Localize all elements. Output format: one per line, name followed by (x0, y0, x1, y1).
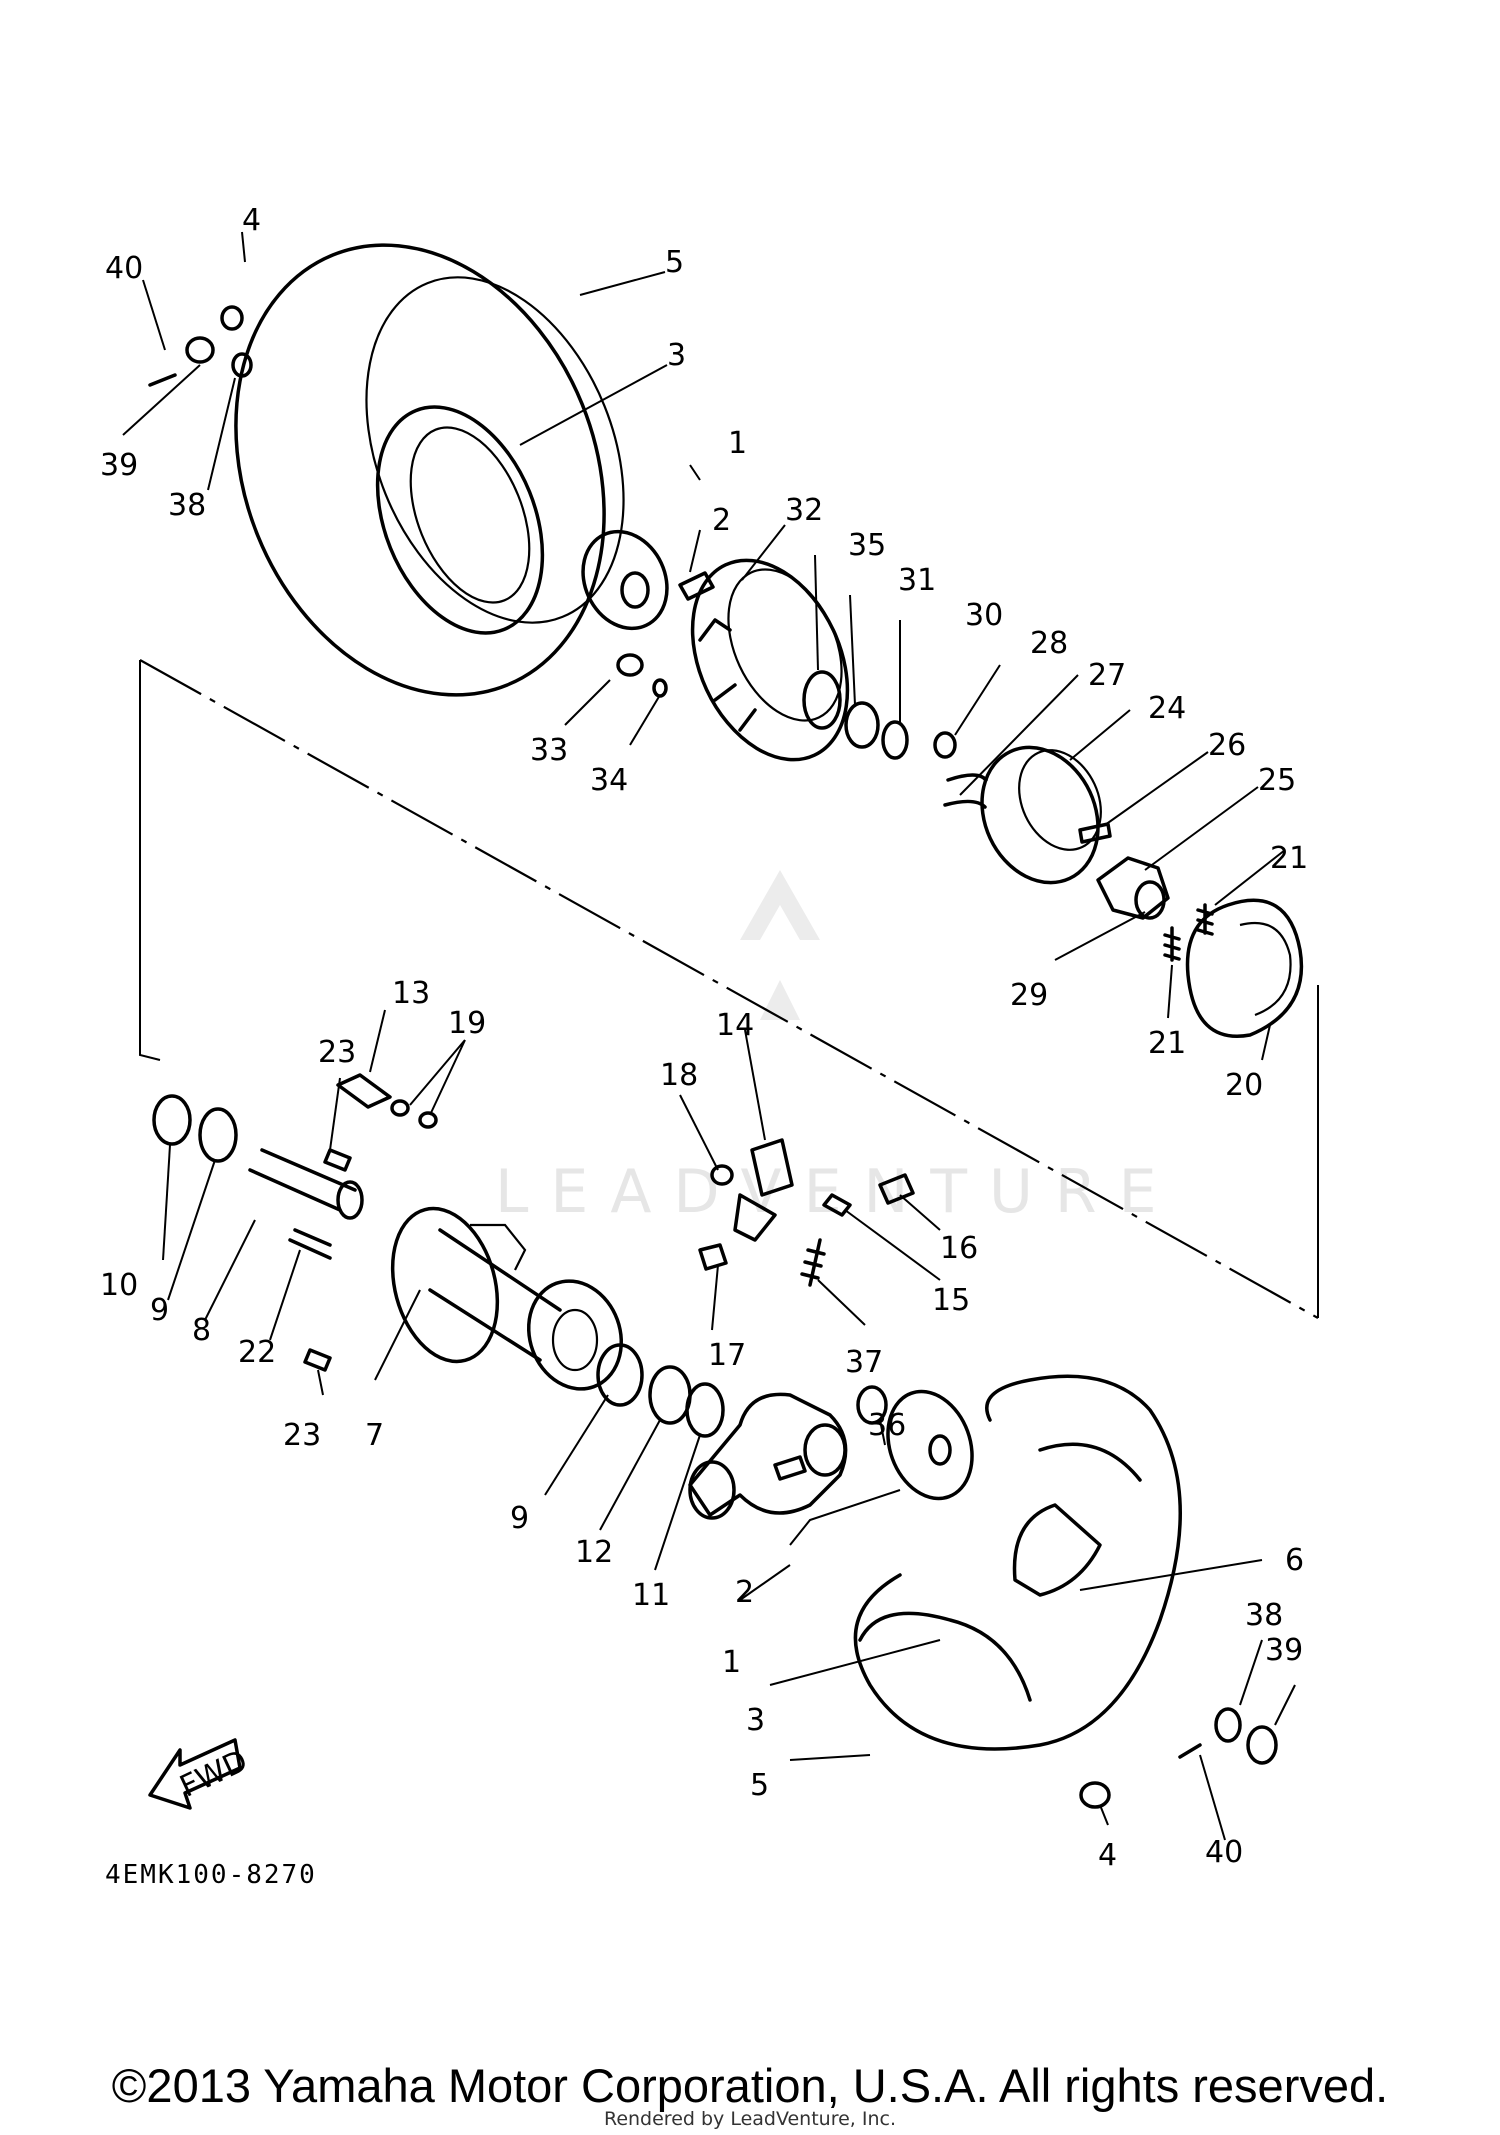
callout-1: 1 (728, 426, 747, 461)
callout-24: 24 (1148, 691, 1186, 726)
callout-12: 12 (575, 1535, 613, 1570)
nuts-lower (1079, 1707, 1278, 1809)
rendered-by-notice: Rendered by LeadVenture, Inc. (603, 2108, 897, 2130)
callout-32: 32 (785, 493, 823, 528)
bearings-lower (596, 1343, 725, 1438)
callout-40: 40 (105, 251, 143, 286)
callout-21b: 21 (1148, 1026, 1186, 1061)
tire-lower (853, 1374, 1182, 1751)
callout-9b: 9 (510, 1501, 529, 1536)
callout-30: 30 (965, 598, 1003, 633)
callout-4: 4 (242, 203, 261, 238)
callout-5b: 5 (750, 1768, 769, 1803)
callout-37: 37 (845, 1345, 883, 1380)
callout-8: 8 (192, 1313, 211, 1348)
callout-14: 14 (716, 1008, 754, 1043)
callout-2b: 2 (735, 1575, 754, 1610)
bolts-left (288, 1073, 438, 1372)
hub-lower (773, 1385, 974, 1501)
callout-39b: 39 (1265, 1633, 1303, 1668)
brake-plate (1078, 822, 1170, 920)
callout-27: 27 (1088, 658, 1126, 693)
watermark: LEADVENTURE (495, 870, 1179, 1227)
watermark-text: LEADVENTURE (495, 1157, 1179, 1227)
brake-drum (980, 745, 1102, 885)
callout-25: 25 (1258, 763, 1296, 798)
callout-28: 28 (1030, 626, 1068, 661)
tire-upper (234, 243, 625, 697)
seals-upper (616, 653, 957, 760)
callout-5: 5 (665, 245, 684, 280)
hub-upper (581, 529, 715, 631)
callout-35: 35 (848, 528, 886, 563)
callout-13: 13 (392, 976, 430, 1011)
callout-23b: 23 (283, 1418, 321, 1453)
callout-15: 15 (932, 1283, 970, 1318)
callout-16: 16 (940, 1231, 978, 1266)
callout-38b: 38 (1245, 1598, 1283, 1633)
callout-22: 22 (238, 1335, 276, 1370)
callout-20: 20 (1225, 1068, 1263, 1103)
callout-40b: 40 (1205, 1835, 1243, 1870)
leader-lines (122, 231, 1296, 1841)
copyright-notice: ©2013 Yamaha Motor Corporation, U.S.A. A… (111, 2059, 1389, 2112)
callout-3: 3 (667, 338, 686, 373)
callout-33: 33 (530, 733, 568, 768)
callout-26: 26 (1208, 728, 1246, 763)
fwd-label: FWD (175, 1743, 253, 1804)
axle-left (152, 1094, 364, 1220)
axle-housing (390, 1206, 624, 1391)
callout-21a: 21 (1270, 841, 1308, 876)
fwd-arrow: FWD (148, 1738, 253, 1810)
callout-39: 39 (100, 448, 138, 483)
callout-31: 31 (898, 563, 936, 598)
callout-17: 17 (708, 1338, 746, 1373)
brake-shoes (1163, 898, 1304, 1038)
callout-19: 19 (448, 1006, 486, 1041)
callout-9a: 9 (150, 1293, 169, 1328)
gear-case (688, 1392, 848, 1520)
callout-23a: 23 (318, 1035, 356, 1070)
callout-2: 2 (712, 503, 731, 538)
callout-29: 29 (1010, 978, 1048, 1013)
callouts: 40 4 5 3 39 38 1 2 32 35 31 30 28 27 24 … (100, 203, 1308, 1873)
assembly-lines (139, 659, 1319, 1319)
callout-1b: 1 (722, 1645, 741, 1680)
brake-cam (698, 1138, 915, 1287)
brake-housing (690, 558, 850, 762)
callout-11: 11 (632, 1578, 670, 1613)
clips-27 (943, 773, 988, 809)
callout-38: 38 (168, 488, 206, 523)
callout-34: 34 (590, 763, 628, 798)
callout-18: 18 (660, 1058, 698, 1093)
callout-36: 36 (868, 1408, 906, 1443)
callout-3b: 3 (746, 1703, 765, 1738)
callout-10: 10 (100, 1268, 138, 1303)
diagram-code: 4EMK100-8270 (105, 1860, 317, 1890)
callout-6: 6 (1285, 1543, 1304, 1578)
nuts-upper (148, 305, 253, 387)
callout-4b: 4 (1098, 1838, 1117, 1873)
callout-7: 7 (365, 1418, 384, 1453)
